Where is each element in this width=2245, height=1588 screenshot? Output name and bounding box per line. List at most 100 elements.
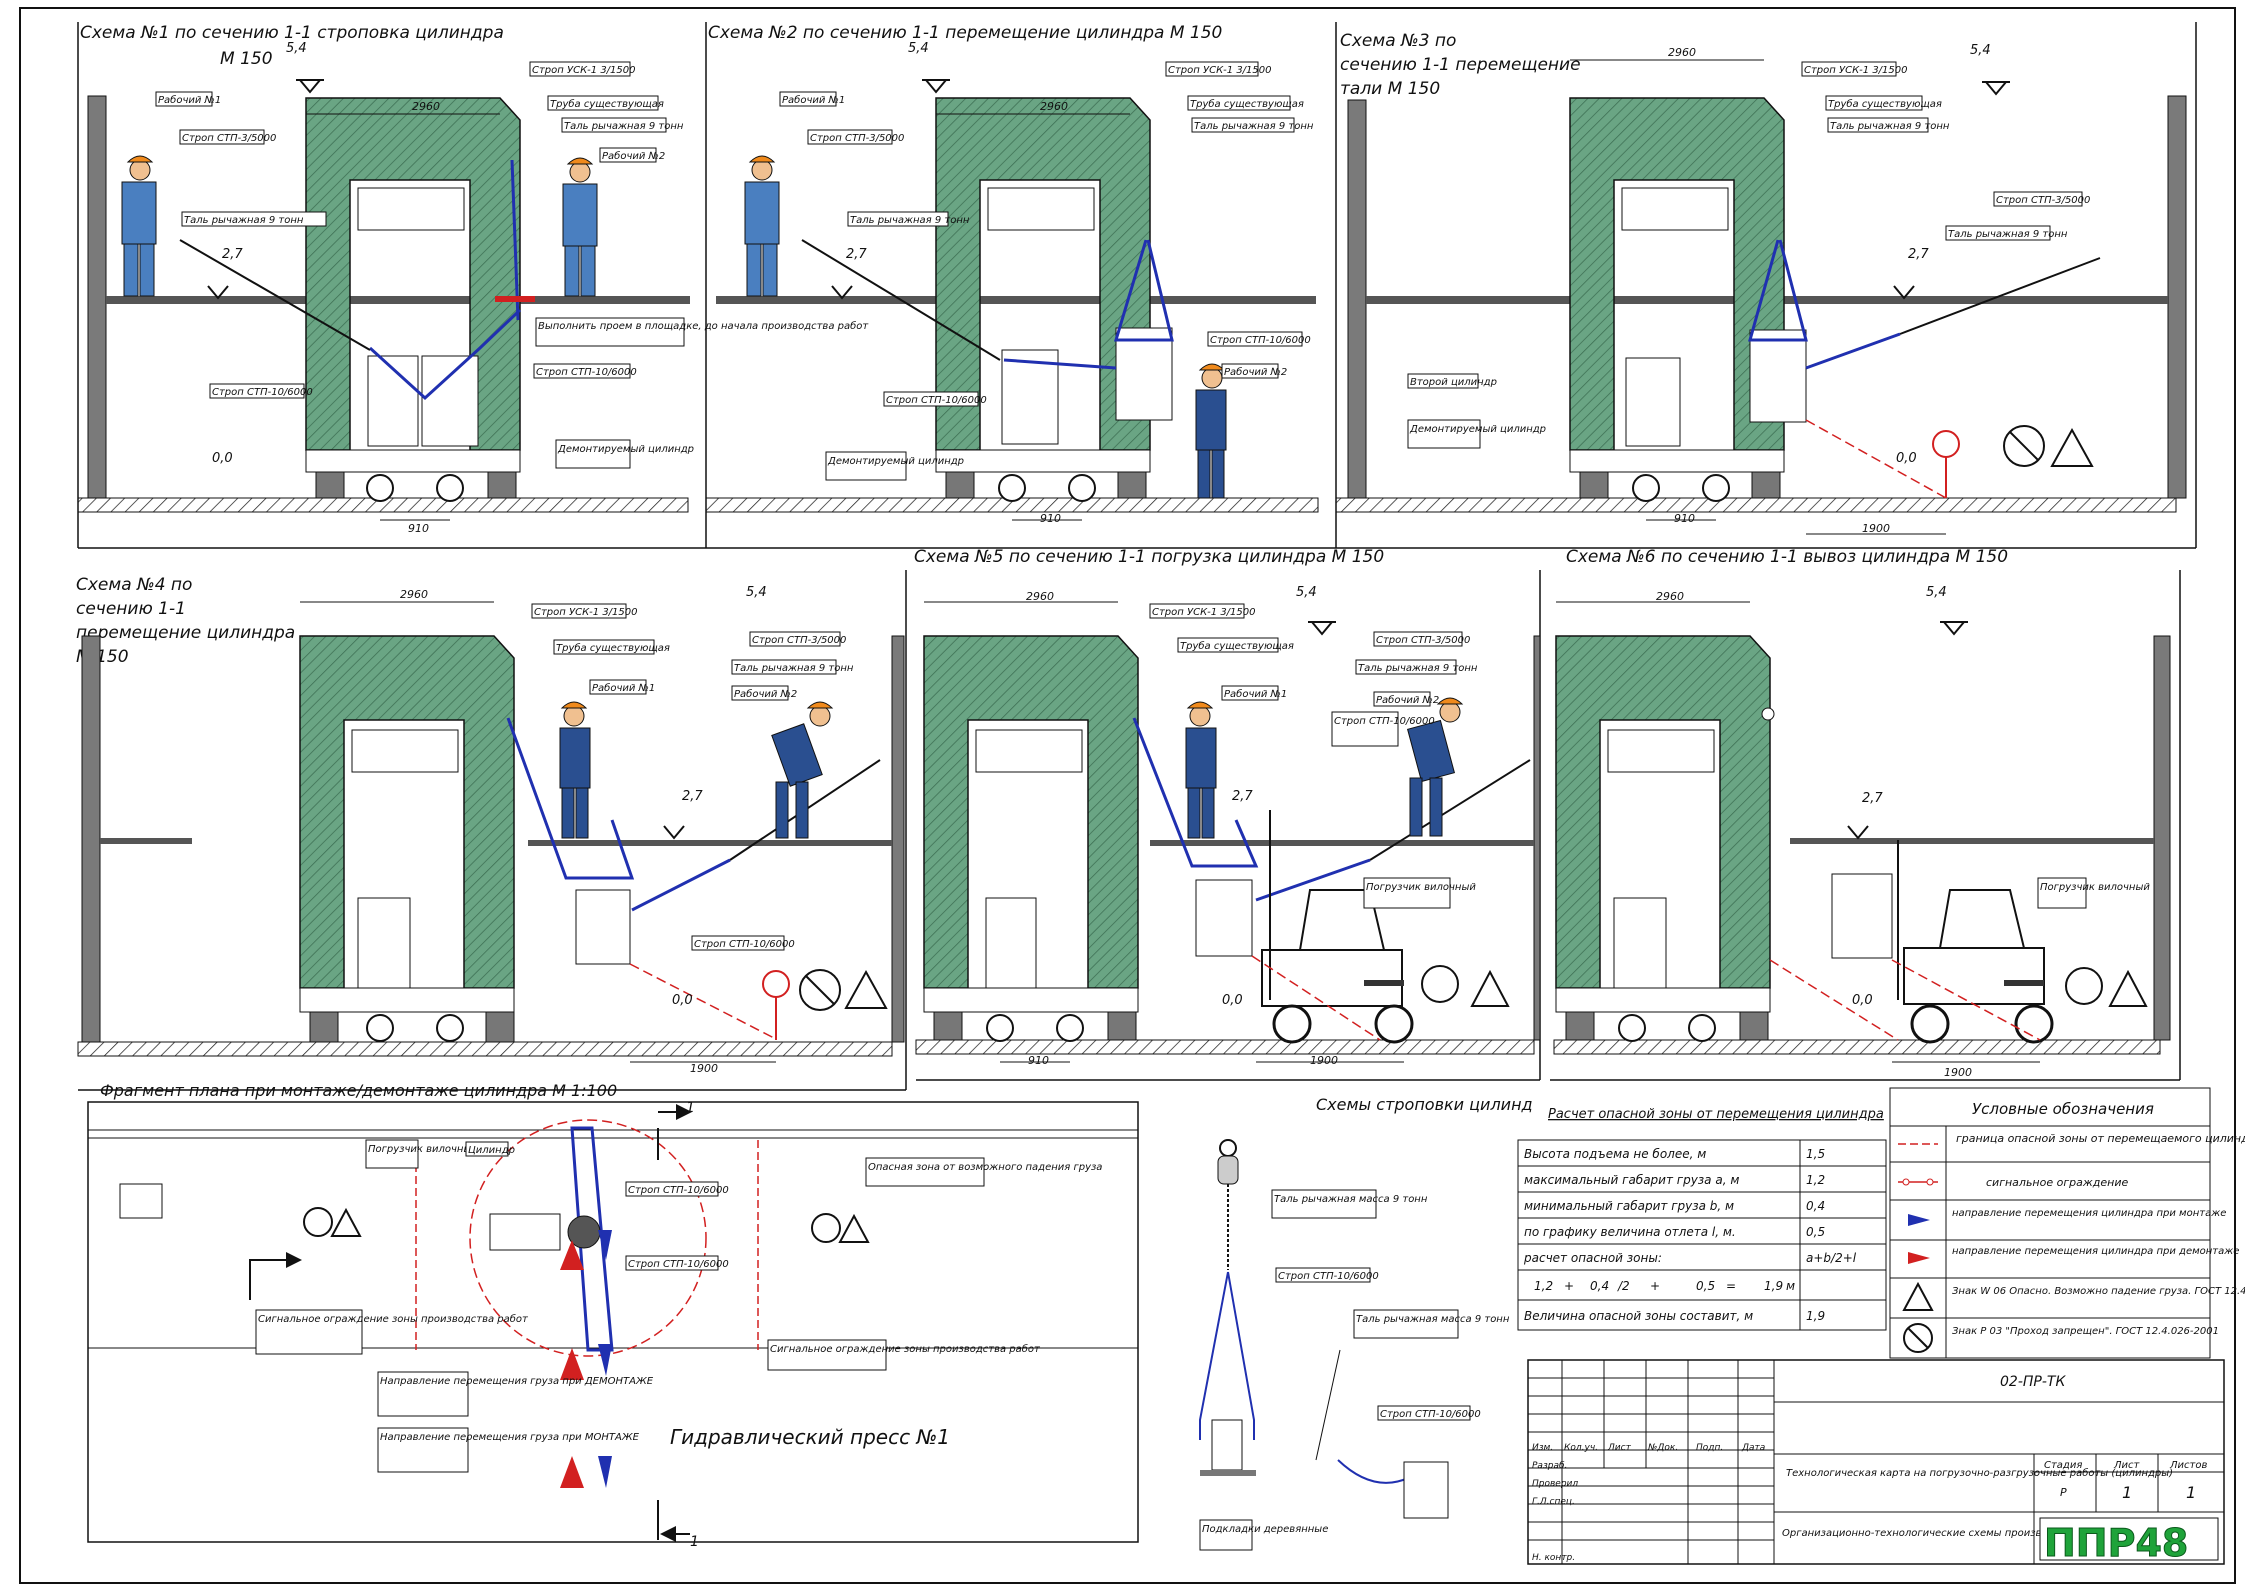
scheme-5-label-strop-stp10: Строп СТП-10/6000: [1334, 716, 1435, 727]
legend-item: сигнальное ограждение: [1986, 1176, 2128, 1189]
scheme-4-dim-zone: 1900: [690, 1062, 718, 1075]
plan-label-cylinder: Цилиндр: [468, 1145, 515, 1156]
scheme-2: Схема №2 по сечению 1-1 перемещение цили…: [705, 22, 1337, 549]
calc-formula-op: +: [1564, 1279, 1574, 1293]
scheme-3-dim-width: 2960: [1668, 46, 1696, 59]
calc-result-label: Величина опасной зоны составит, м: [1524, 1309, 1753, 1323]
calc-row-value: 1,5: [1806, 1147, 1825, 1161]
stamp-row-label: Н. контр.: [1532, 1553, 1575, 1563]
legend-item: граница опасной зоны от перемещаемого ци…: [1956, 1132, 2245, 1145]
scheme-6: Схема №6 по сечению 1-1 вывоз цилиндра М…: [1550, 547, 2181, 1081]
scheme-3-title-2: сечению 1-1 перемещение: [1340, 55, 1581, 75]
plan-label-signal-fence-right: Сигнальное ограждение зоны производства …: [770, 1343, 1041, 1355]
scheme-4-level-top: 5,4: [746, 585, 767, 600]
scheme-3-level-zero: 0,0: [1896, 451, 1917, 466]
calc-formula-term: 0,4: [1590, 1279, 1609, 1293]
stamp-row-label: Г.Л.спец.: [1532, 1497, 1575, 1507]
scheme-2-label-dismantled: Демонтируемый цилиндр: [827, 456, 964, 467]
scheme-6-label-forklift: Погрузчик вилочный: [2040, 882, 2150, 893]
calc-row-value: a+b/2+l: [1806, 1251, 1857, 1265]
scheme-6-level-top: 5,4: [1926, 585, 1947, 600]
scheme-5-label-hoist: Таль рычажная 9 тонн: [1358, 663, 1478, 674]
stamp-sheet-value: 1: [2122, 1483, 2132, 1502]
plan-title: Фрагмент плана при монтаже/демонтаже цил…: [100, 1081, 617, 1100]
scheme-6-dim-zone: 1900: [1944, 1066, 1972, 1079]
scheme-2-label-pipe: Труба существующая: [1190, 98, 1304, 110]
calc-formula-op: =: [1726, 1279, 1736, 1293]
scheme-1-level-mid: 2,7: [222, 247, 243, 262]
scheme-3-dim-zone: 1900: [1862, 522, 1890, 535]
scheme-1-level-zero: 0,0: [212, 451, 233, 466]
scheme-5-label-strop-stp3: Строп СТП-3/5000: [1376, 635, 1470, 646]
scheme-4-label-worker1: Рабочий №1: [592, 682, 655, 694]
sling-label-pads: Подкладки деревянные: [1202, 1524, 1328, 1535]
calc-formula-op: /2: [1617, 1279, 1630, 1293]
calc-row-value: 0,5: [1806, 1225, 1825, 1239]
plan-label-dir-mount: Направление перемещения груза при МОНТАЖ…: [380, 1432, 640, 1443]
scheme-4-label-worker2: Рабочий №2: [734, 688, 797, 700]
sling-label-hoist-1: Таль рычажная масса 9 тонн: [1274, 1194, 1428, 1205]
scheme-4-label-strop-stp3: Строп СТП-3/5000: [752, 635, 846, 646]
warning-sign-icon: [330, 1207, 362, 1237]
forklift-plan-icon: [489, 1213, 561, 1251]
stamp-stage-header: Стадия: [2044, 1460, 2082, 1471]
plan-press-label: Гидравлический пресс №1: [670, 1425, 950, 1449]
warning-sign-icon: [2108, 969, 2148, 1007]
worker-1-figure-4: [559, 701, 591, 839]
scheme-5: Схема №5 по сечению 1-1 погрузка цилиндр…: [914, 547, 1541, 1081]
scheme-4-level-zero: 0,0: [672, 993, 693, 1008]
scheme-3-label-hoist: Таль рычажная 9 тонн: [1830, 121, 1950, 132]
calc-row-value: 0,4: [1806, 1199, 1825, 1213]
prohibition-sign-icon: [1421, 965, 1459, 1003]
scheme-5-level-zero: 0,0: [1222, 993, 1243, 1008]
scheme-2-label-hoist-left: Таль рычажная 9 тонн: [850, 215, 970, 226]
prohibition-sign-icon: [2065, 967, 2103, 1005]
prohibition-sign-icon: [811, 1213, 841, 1243]
scheme-4: Схема №4 по сечению 1-1 перемещение цили…: [76, 570, 907, 1091]
scheme-2-label-worker2: Рабочий №2: [1224, 366, 1287, 378]
scheme-2-label-strop-stp10-left: Строп СТП-10/6000: [886, 395, 987, 406]
scheme-1-level-top: 5,4: [286, 41, 307, 56]
stamp-col-header: Лист: [1607, 1443, 1632, 1453]
legend: Условные обозначения граница опасной зон…: [1889, 1087, 2245, 1359]
worker-2-figure-5: [1406, 697, 1464, 837]
calc-row-label: максимальный габарит груза а, м: [1524, 1173, 1739, 1187]
scheme-1-label-worker1: Рабочий №1: [158, 94, 221, 106]
scheme-3-label-hoist-right: Таль рычажная 9 тонн: [1948, 229, 2068, 240]
scheme-3-level-mid: 2,7: [1908, 247, 1929, 262]
scheme-3-title-3: тали М 150: [1340, 79, 1440, 99]
scheme-3-label-second-cyl: Второй цилиндр: [1410, 377, 1497, 388]
scheme-3-label-dismantled: Демонтируемый цилиндр: [1409, 424, 1546, 435]
scheme-2-label-strop-stp3: Строп СТП-3/5000: [810, 133, 904, 144]
stamp-sheet-header: Лист: [2113, 1460, 2141, 1471]
scheme-2-label-hoist: Таль рычажная 9 тонн: [1194, 121, 1314, 132]
scheme-5-dim-zone: 1900: [1310, 1054, 1338, 1067]
scheme-4-title-3: перемещение цилиндра: [76, 623, 295, 643]
sling-label-strop-2: Строп СТП-10/6000: [1380, 1409, 1481, 1420]
calc-row-label: минимальный габарит груза b, м: [1524, 1199, 1734, 1213]
stamp-title: Технологическая карта на погрузочно-разг…: [1786, 1467, 2173, 1479]
scheme-1-label-strop-stp10: Строп СТП-10/6000: [536, 367, 637, 378]
legend-title: Условные обозначения: [1972, 1100, 2154, 1118]
scheme-3: Схема №3 по сечению 1-1 перемещение тали…: [1335, 22, 2197, 549]
worker-1-figure-2: [744, 155, 780, 297]
scheme-2-dim-width: 2960: [1040, 100, 1068, 113]
calc-row-label: по графику величина отлета l, м.: [1524, 1225, 1736, 1239]
calc-formula-term: 1,2: [1534, 1279, 1553, 1293]
plan-label-dir-dismount: Направление перемещения груза при ДЕМОНТ…: [380, 1376, 654, 1387]
scheme-4-level-mid: 2,7: [682, 789, 703, 804]
scheme-2-level-mid: 2,7: [846, 247, 867, 262]
plan-fragment: Фрагмент плана при монтаже/демонтаже цил…: [87, 1081, 1139, 1550]
warning-sign-icon: [838, 1213, 870, 1243]
legend-item: направление перемещения цилиндра при мон…: [1952, 1208, 2226, 1219]
scheme-1-dim-width: 2960: [412, 100, 440, 113]
warning-sign-icon: [2050, 427, 2094, 467]
calc-formula-op: +: [1650, 1279, 1660, 1293]
warning-sign-icon: [844, 969, 888, 1009]
prohibition-sign-icon: [303, 1207, 333, 1237]
worker-2-figure-2: [1195, 363, 1227, 499]
stamp-subtitle: Организационно-технологические схемы про…: [1782, 1527, 2113, 1539]
stamp-sheets-value: 1: [2186, 1483, 2196, 1502]
scheme-1-dim-wheel: 910: [408, 522, 429, 535]
